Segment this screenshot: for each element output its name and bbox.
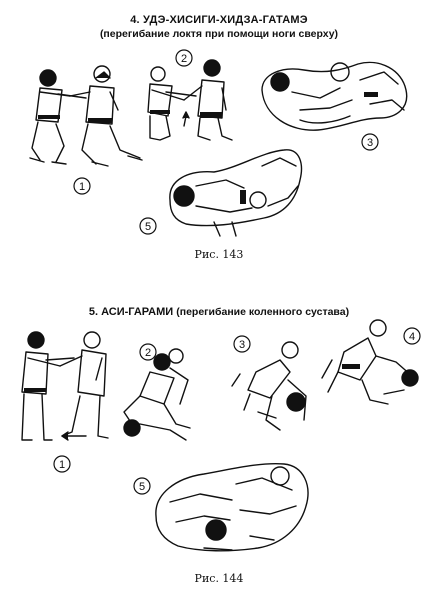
fig144-step4-number: 4 — [409, 331, 415, 343]
fig144-step3-number: 3 — [239, 339, 245, 351]
fig144-step1-marker: 1 — [53, 455, 71, 473]
fig144-step2-illustration — [123, 348, 191, 441]
figure-caption-143: Рис. 143 — [194, 248, 244, 261]
fig144-step3-illustration — [231, 341, 307, 431]
fig143-step2-number: 2 — [181, 53, 187, 65]
fig143-step3-marker: 3 — [361, 133, 379, 151]
section-title-ude-hishigi: 4. УДЭ-ХИСИГИ-ХИДЗА-ГАТАМЭ — [130, 14, 308, 26]
fig143-step1-marker: 1 — [73, 177, 91, 195]
fig144-step3-marker: 3 — [233, 335, 251, 353]
fig144-step5-number: 5 — [139, 481, 145, 493]
fig144-step1-illustration — [21, 331, 109, 441]
fig144-step5-marker: 5 — [133, 477, 151, 495]
fig143-step2-marker: 2 — [175, 49, 193, 67]
fig143-step1-illustration — [29, 65, 143, 167]
fig144-step5-illustration — [155, 462, 309, 552]
figure-caption-144: Рис. 144 — [194, 572, 244, 585]
fig144-step2-marker: 2 — [139, 343, 157, 361]
fig143-step2-illustration — [147, 59, 233, 141]
section-subtitle-ashi-garami: (перегибание коленного сустава) — [176, 306, 350, 318]
fig144-step1-number: 1 — [59, 459, 65, 471]
fig143-step3-number: 3 — [367, 137, 373, 149]
section-heading-ashi-garami: 5. АСИ-ГАРАМИ (перегибание коленного сус… — [0, 306, 438, 318]
fig143-step5-illustration — [169, 149, 303, 237]
fig143-step3-illustration — [261, 61, 408, 131]
section-title-ashi-garami: 5. АСИ-ГАРАМИ — [88, 306, 174, 318]
fig144-step2-number: 2 — [145, 347, 151, 359]
fig143-step5-number: 5 — [145, 221, 151, 233]
fig143-step1-number: 1 — [79, 181, 85, 193]
fig143-step5-marker: 5 — [139, 217, 157, 235]
fig144-step4-illustration — [321, 319, 419, 405]
section-subtitle-ude-hishigi: (перегибание локтя при помощи ноги сверх… — [99, 28, 339, 40]
fig144-step4-marker: 4 — [403, 327, 421, 345]
